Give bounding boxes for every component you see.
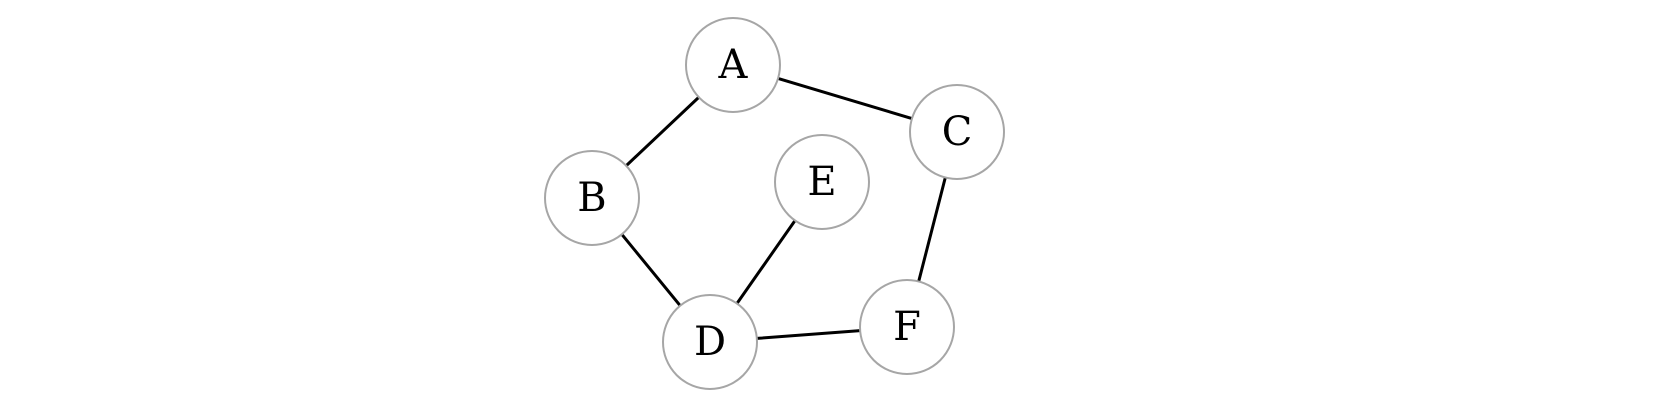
node-e: E: [774, 134, 870, 230]
edges-layer: [620, 76, 947, 340]
node-e-label: E: [807, 159, 836, 205]
node-b-circle: [544, 150, 640, 246]
node-c-label: C: [942, 109, 973, 155]
node-d-label: D: [694, 319, 726, 365]
node-e-circle: [774, 134, 870, 230]
edge-a-c: [776, 76, 914, 121]
node-d: D: [662, 294, 758, 390]
edge-d-f: [755, 329, 862, 340]
node-a-circle: [685, 17, 781, 113]
node-f-circle: [859, 279, 955, 375]
node-f-label: F: [893, 304, 921, 350]
edge-a-b: [624, 95, 701, 168]
edge-d-e: [735, 219, 797, 305]
node-a: A: [685, 17, 781, 113]
node-d-circle: [662, 294, 758, 390]
edge-c-f: [917, 176, 947, 283]
node-b: B: [544, 150, 640, 246]
node-c-circle: [909, 84, 1005, 180]
node-c: C: [909, 84, 1005, 180]
node-b-label: B: [577, 175, 606, 221]
edge-b-d: [620, 232, 682, 308]
node-f: F: [859, 279, 955, 375]
node-a-label: A: [718, 42, 749, 88]
